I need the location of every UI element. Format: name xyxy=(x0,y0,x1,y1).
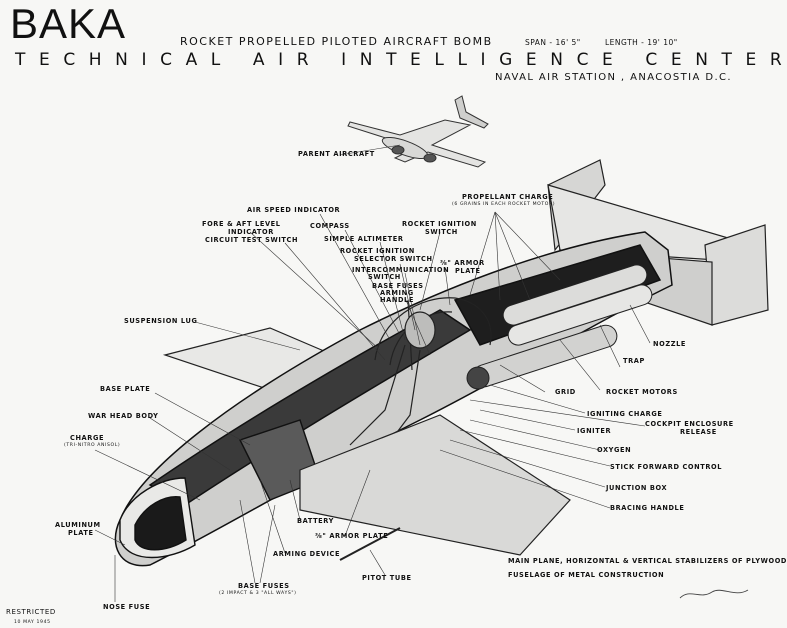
label-rocket-ignition-switch-2: SWITCH xyxy=(425,228,458,236)
label-armor-plate-low: ⅜" ARMOR PLATE xyxy=(315,532,389,540)
label-stick-forward-control: STICK FORWARD CONTROL xyxy=(610,463,723,471)
label-cockpit-enclosure-1: COCKPIT ENCLOSURE xyxy=(645,420,734,428)
label-circuit-test-switch: CIRCUIT TEST SWITCH xyxy=(205,236,299,244)
label-war-head-body: WAR HEAD BODY xyxy=(88,412,159,420)
label-air-speed-indicator: AIR SPEED INDICATOR xyxy=(247,206,341,214)
label-armor-plate-top-2: PLATE xyxy=(455,267,481,275)
label-fore-aft-level-1: FORE & AFT LEVEL xyxy=(202,220,281,228)
rocket-motors-drawing xyxy=(466,264,653,390)
label-fore-aft-level-2: INDICATOR xyxy=(228,228,274,236)
label-trap: TRAP xyxy=(623,357,645,365)
label-battery: BATTERY xyxy=(297,517,334,525)
footer-date: 10 MAY 1945 xyxy=(14,620,51,625)
organization-title: TECHNICAL AIR INTELLIGENCE CENTER xyxy=(15,50,787,70)
label-charge-note: (TRI-NITRO ANISOL) xyxy=(64,443,121,448)
label-nose-fuse: NOSE FUSE xyxy=(103,603,151,611)
label-igniting-charge: IGNITING CHARGE xyxy=(587,410,663,418)
label-base-plate: BASE PLATE xyxy=(100,385,151,393)
label-arming-device: ARMING DEVICE xyxy=(273,550,341,558)
label-propellant-charge: PROPELLANT CHARGE xyxy=(462,193,554,201)
label-suspension-lug: SUSPENSION LUG xyxy=(124,317,198,325)
label-charge: CHARGE xyxy=(70,434,105,442)
signature-mark xyxy=(679,589,749,599)
label-nozzle: NOZZLE xyxy=(653,340,686,348)
label-base-fuses-arming-3: HANDLE xyxy=(380,296,414,304)
label-parent-aircraft: PARENT AIRCRAFT xyxy=(298,150,375,158)
subtitle: ROCKET PROPELLED PILOTED AIRCRAFT BOMB xyxy=(180,35,493,48)
label-simple-altimeter: SIMPLE ALTIMETER xyxy=(324,235,404,243)
label-aluminum-plate-2: PLATE xyxy=(68,529,94,537)
label-grid: GRID xyxy=(555,388,576,396)
length-dimension: LENGTH - 19' 10" xyxy=(605,38,678,47)
span-dimension: SPAN - 16' 5" xyxy=(525,38,581,47)
parent-aircraft-drawing xyxy=(347,95,489,168)
label-oxygen: OXYGEN xyxy=(597,446,632,454)
cockpit-canopy xyxy=(349,297,492,456)
label-compass: COMPASS xyxy=(310,222,350,230)
label-junction-box: JUNCTION BOX xyxy=(606,484,668,492)
label-intercommunication-2: SWITCH xyxy=(368,273,401,281)
label-base-fuses-arming-1: BASE FUSES xyxy=(372,282,424,290)
restricted-stamp: RESTRICTED xyxy=(6,608,56,616)
pitot-tube-drawing xyxy=(339,527,401,561)
label-intercommunication-1: INTERCOMMUNICATION xyxy=(352,266,450,274)
label-bracing-handle: BRACING HANDLE xyxy=(610,504,685,512)
label-rocket-ignition-switch-1: ROCKET IGNITION xyxy=(402,220,477,228)
label-igniter: IGNITER xyxy=(577,427,612,435)
label-armor-plate-top-1: ⅜" ARMOR xyxy=(440,259,485,267)
label-aluminum-plate-1: ALUMINUM xyxy=(55,521,101,529)
title-baka: BAKA xyxy=(10,0,127,47)
label-rocket-ignition-selector-2: SELECTOR SWITCH xyxy=(354,255,433,263)
construction-note-1: MAIN PLANE, HORIZONTAL & VERTICAL STABIL… xyxy=(508,557,787,565)
construction-note-2: FUSELAGE OF METAL CONSTRUCTION xyxy=(508,571,665,579)
label-rocket-motors: ROCKET MOTORS xyxy=(606,388,678,396)
label-base-fuses-arming-2: ARMING xyxy=(380,289,414,297)
main-wing-lower xyxy=(299,414,571,556)
label-cockpit-enclosure-2: RELEASE xyxy=(680,428,717,436)
label-rocket-ignition-selector-1: ROCKET IGNITION xyxy=(340,247,415,255)
label-pitot-tube: PITOT TUBE xyxy=(362,574,412,582)
station-title: NAVAL AIR STATION , ANACOSTIA D.C. xyxy=(495,72,732,83)
label-propellant-note: (6 GRAINS IN EACH ROCKET MOTOR) xyxy=(452,202,556,207)
label-base-fuses-note: (2 IMPACT & 3 "ALL WAYS") xyxy=(219,591,297,596)
leader-lines xyxy=(94,144,651,602)
label-base-fuses: BASE FUSES xyxy=(238,582,290,590)
